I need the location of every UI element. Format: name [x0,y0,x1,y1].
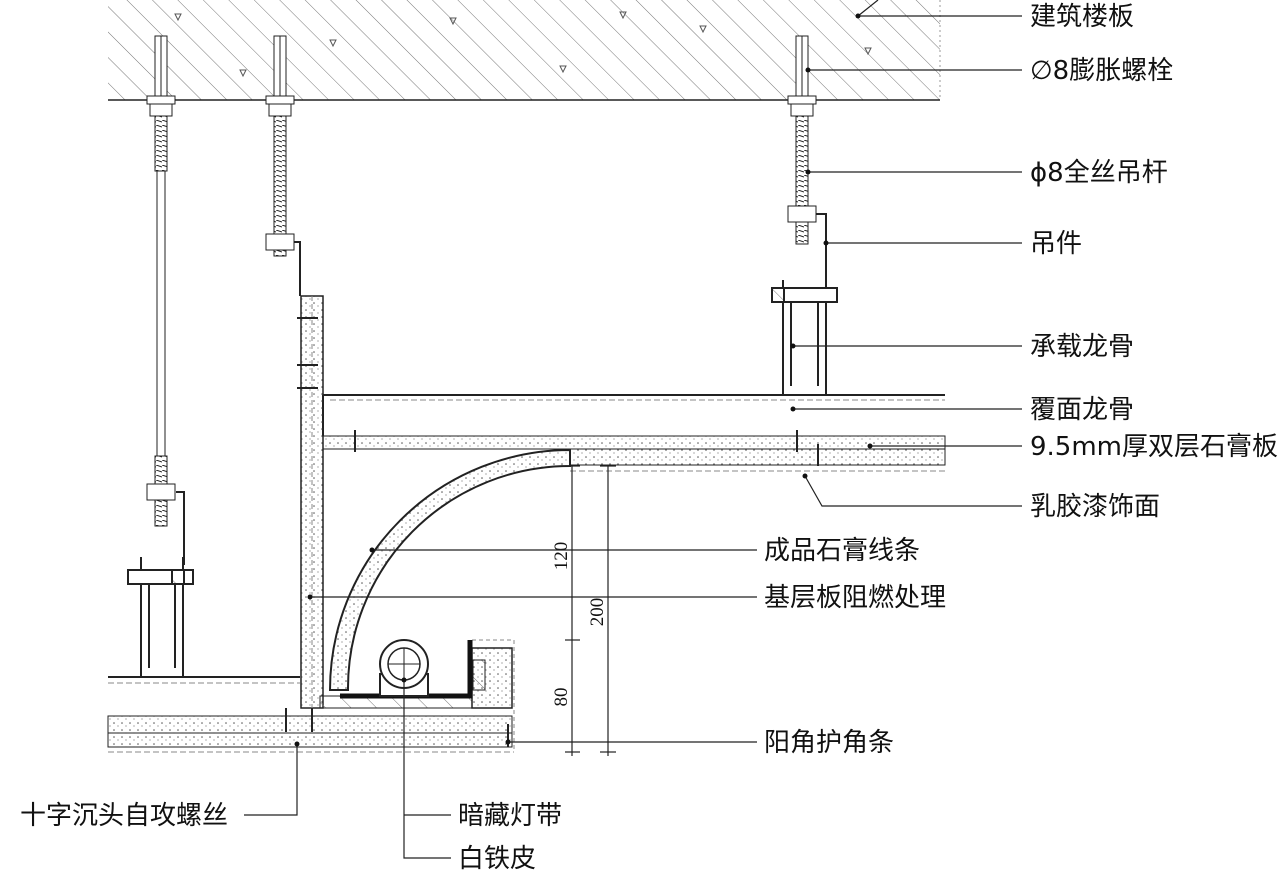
label-tin-sheet: 白铁皮 [458,844,536,872]
lower-gypsum-board [107,715,514,753]
label-latex-paint: 乳胶漆饰面 [1030,492,1160,522]
mid-hanger-rod [265,35,295,257]
label-threaded-rod: ϕ8全丝吊杆 [1030,158,1168,188]
light-trough [319,639,515,750]
right-hanger-rod [787,35,817,245]
label-base-board: 基层板阻燃处理 [764,583,946,613]
lower-cover-keel [108,676,300,684]
floor-slab [108,0,941,101]
leader-lines [244,0,1022,859]
label-hanger: 吊件 [1030,229,1082,259]
leader-dots [294,13,873,747]
dim-120: 120 [551,542,572,571]
dimension-lines [565,465,616,756]
label-main-keel: 承载龙骨 [1030,332,1134,362]
upper-gypsum-board [322,435,946,472]
label-light-strip: 暗藏灯带 [458,801,562,831]
left-hanger-rod [146,35,176,527]
label-gypsum-molding: 成品石膏线条 [764,536,920,566]
vertical-base-board [300,295,324,709]
upper-cover-keel [322,394,945,436]
label-gypsum-board: 9.5mm厚双层石膏板 [1030,432,1278,462]
label-cover-keel: 覆面龙骨 [1030,395,1134,425]
hanger-clips [176,213,827,565]
screws [285,317,819,747]
dim-80: 80 [551,688,572,707]
gypsum-molding [328,448,571,691]
label-floor-slab: 建筑楼板 [1030,2,1134,32]
label-corner-guard: 阳角护角条 [764,728,894,758]
label-expansion-bolt: ∅8膨胀螺栓 [1030,56,1173,86]
dim-200: 200 [587,598,608,627]
label-screw: 十字沉头自攻螺丝 [20,801,228,831]
